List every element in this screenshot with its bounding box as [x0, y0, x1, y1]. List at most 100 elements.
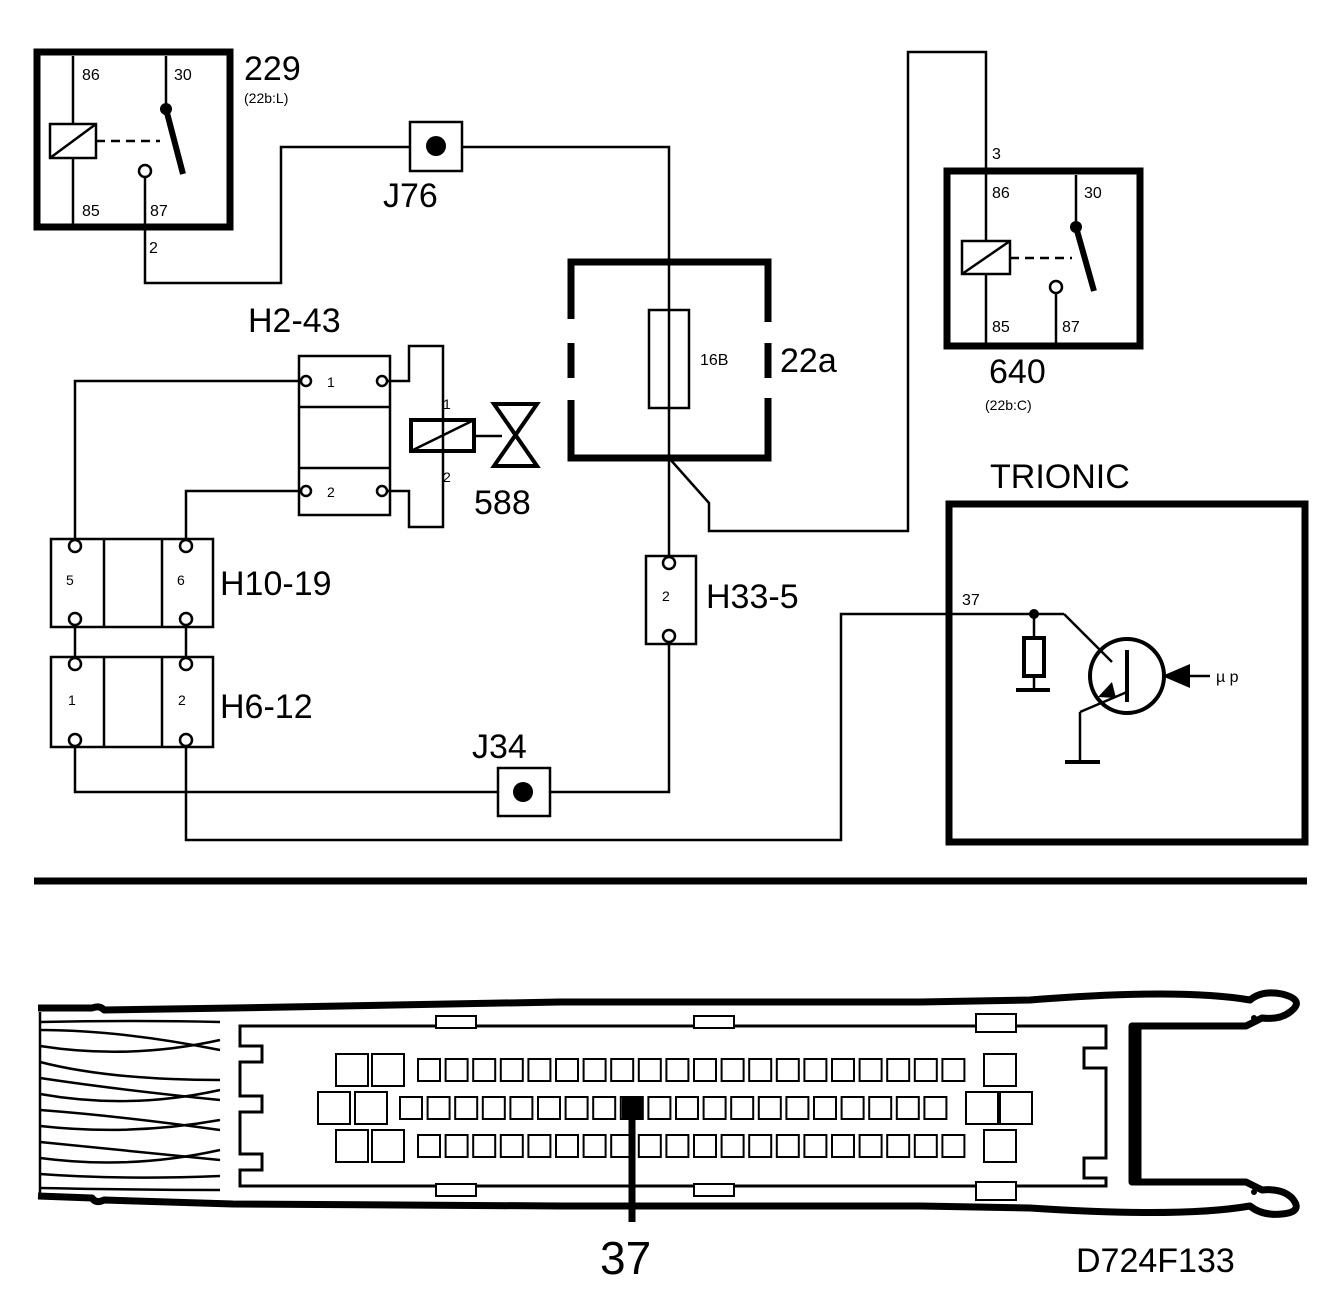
relay-229-pin87: 87 [150, 203, 168, 220]
connector-pin-cell [895, 1096, 920, 1120]
wires-upper [143, 145, 671, 285]
connector-pin-cell [965, 1091, 999, 1125]
connector-pin-cell [417, 1134, 441, 1158]
connector-pin-cell [775, 1058, 800, 1082]
h6-12-pin-2: 2 [178, 692, 186, 708]
valve-588-pin-1: 1 [443, 396, 451, 412]
connector-pin-cell [592, 1096, 617, 1120]
connector-pin-cell [803, 1134, 828, 1158]
junction-j76: J76 [383, 120, 464, 215]
connector-pin-cell [941, 1058, 966, 1082]
connector-pin-cell [693, 1058, 717, 1082]
connector-pin-cell [444, 1134, 469, 1158]
connector-pin-cell [702, 1096, 727, 1120]
figure-code: D724F133 [1076, 1242, 1235, 1280]
connector-pin-cell [913, 1058, 938, 1082]
trionic-mu-p: µ p [1216, 669, 1239, 686]
wire-j34-to-h33 [550, 642, 671, 794]
connector-pin-cell [983, 1129, 1017, 1163]
connector-pin-cell [317, 1091, 351, 1125]
connector-pin-cell [730, 1096, 755, 1120]
wire-bundle [38, 1012, 221, 1194]
h2-43-pin-2: 2 [327, 484, 335, 500]
relay-640: 3 86 30 85 87 640 (22b:C) [943, 146, 1144, 413]
relay-640-pin30: 30 [1084, 185, 1102, 202]
connector-pin-cell [803, 1058, 828, 1082]
connector-pin-cell [886, 1058, 911, 1082]
connector-h2-43: 1 2 H2-43 [248, 302, 392, 517]
connector-pin-cell [785, 1096, 810, 1120]
connector-pin-cell [647, 1096, 672, 1120]
connector-pin-cell [693, 1134, 717, 1158]
connector-pin-cell [775, 1134, 800, 1158]
connector-pin-cell [748, 1134, 773, 1158]
relay-640-id: 640 [989, 353, 1046, 391]
relay-229-pin86: 86 [82, 67, 100, 84]
connector-pin-cell [757, 1096, 782, 1120]
connector-pin-cell [886, 1134, 911, 1158]
valve-588-pin-2: 2 [443, 469, 451, 485]
pin-37-marker [622, 1096, 642, 1120]
junction-j34-label: J34 [472, 728, 527, 766]
connector-h10-19: 5 6 H10-19 [49, 537, 332, 629]
wire-h6-pin1-to-j34 [73, 746, 498, 794]
connector-h33-5: 2 H33-5 [644, 554, 799, 646]
connector-pin-cell [831, 1134, 855, 1158]
relay-640-pin87: 87 [1062, 319, 1080, 336]
connector-pin-cell [923, 1096, 948, 1120]
h10-19-label: H10-19 [220, 565, 332, 603]
connector-pin-cell [426, 1096, 451, 1120]
connector-pin-cell [675, 1096, 699, 1120]
connector-pin-cell [537, 1096, 561, 1120]
relay-229-pin30: 30 [174, 67, 192, 84]
connector-pin-cell [665, 1058, 690, 1082]
connector-pin-cell [454, 1096, 479, 1120]
connector-pin-cell [472, 1134, 497, 1158]
trionic-pin-37: 37 [962, 592, 980, 609]
connector-pin-cell [582, 1134, 607, 1158]
connector-pin-cell [831, 1058, 855, 1082]
valve-588: 1 2 588 [387, 344, 541, 529]
junction-j76-label: J76 [383, 177, 438, 215]
connector-pin-cell [941, 1134, 966, 1158]
connector-pin-cell [858, 1134, 883, 1158]
trionic-title: TRIONIC [990, 458, 1130, 496]
ecu-connector-plug: 37 [37, 989, 1300, 1284]
fuse-16b-label: 16B [700, 352, 728, 369]
h10-19-pin-5: 5 [66, 572, 74, 588]
connector-pin-cell [335, 1053, 369, 1087]
connector-pin-cell [610, 1058, 635, 1082]
connector-pin-cell [858, 1058, 883, 1082]
connector-pin-cell [555, 1134, 579, 1158]
connector-pin-cell [417, 1058, 441, 1082]
connector-pin-cell [637, 1134, 662, 1158]
connector-pin-cell [868, 1096, 893, 1120]
connector-pin-cell [748, 1058, 773, 1082]
relay-229: 86 30 85 87 229 (22b:L) 2 [33, 48, 301, 257]
h2-43-pin-1: 1 [327, 374, 335, 390]
valve-icon [490, 402, 541, 468]
wire-fuse-to-640 [668, 50, 988, 533]
valve-588-label: 588 [474, 484, 531, 522]
connector-pin-cell [509, 1096, 534, 1120]
connector-pin-cell [582, 1058, 607, 1082]
h2-43-label: H2-43 [248, 302, 341, 340]
connector-pin-cell [499, 1134, 524, 1158]
wire-h6-pin2-to-trionic [184, 612, 949, 842]
wire-h2-pin1 [73, 379, 300, 539]
connector-pin-cell [555, 1058, 579, 1082]
relay-229-pin85: 85 [82, 203, 100, 220]
connector-pin-cell [527, 1058, 552, 1082]
relay-640-wire-pin: 3 [992, 146, 1001, 163]
connector-pin-cell [399, 1096, 423, 1120]
relay-229-ref: (22b:L) [244, 90, 288, 106]
connector-pin-cell [371, 1129, 405, 1163]
h33-5-label: H33-5 [706, 578, 799, 616]
relay-229-wire-pin: 2 [149, 240, 158, 257]
connector-pin-cell [354, 1091, 388, 1125]
junction-j34: J34 [472, 728, 552, 818]
h10-19-pin-6: 6 [177, 572, 185, 588]
fuse-box-label: 22a [780, 342, 837, 380]
trionic-ecu: TRIONIC 37 µ p [945, 458, 1309, 846]
